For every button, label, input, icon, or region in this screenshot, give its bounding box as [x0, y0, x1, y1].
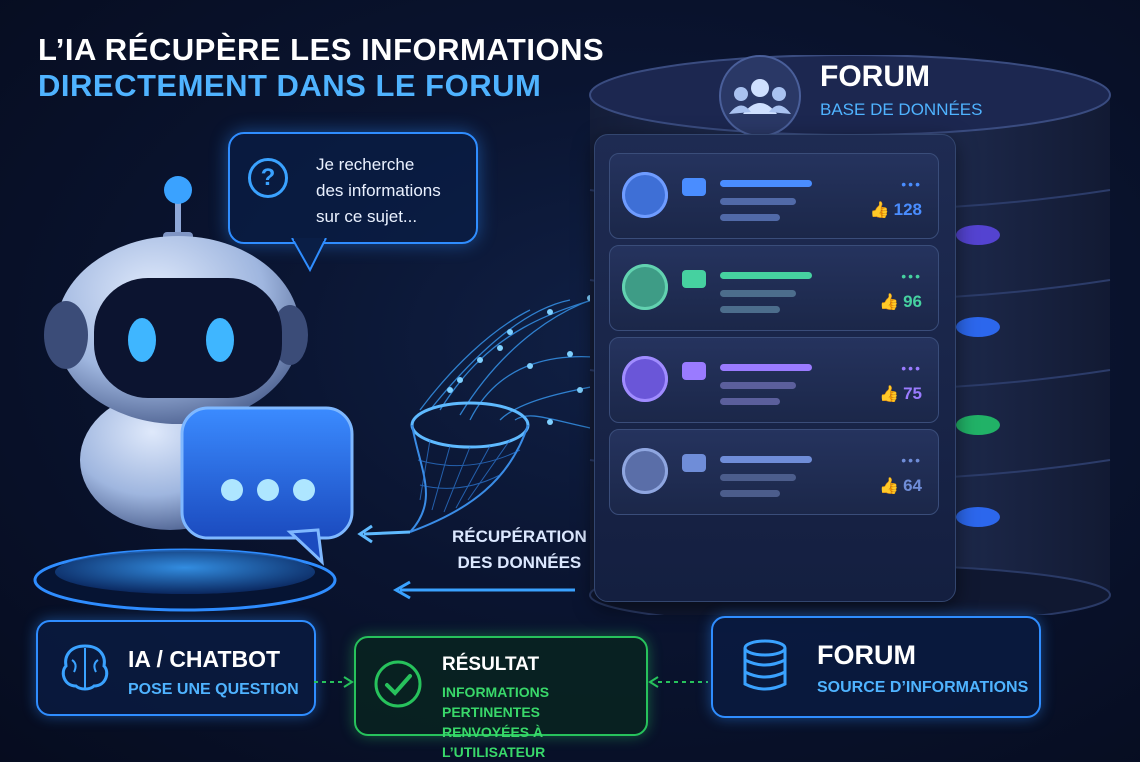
result-card-title: RÉSULTAT: [442, 654, 540, 675]
forum-source-card: FORUM SOURCE D’INFORMATIONS: [711, 616, 1041, 718]
chat-icon: [682, 178, 706, 196]
bubble-line-3: sur ce sujet...: [316, 207, 418, 226]
forum-post: ••• 👍96: [609, 245, 939, 331]
bubble-tail: [291, 238, 327, 273]
flow-label-line-2: DES DONNÉES: [457, 553, 582, 572]
return-arrow: [392, 580, 575, 600]
result-line-2: RENVOYÉES À L’UTILISATEUR: [442, 724, 546, 760]
check-icon: [374, 660, 422, 708]
database-icon: [743, 639, 787, 691]
avatar: [622, 448, 668, 494]
forum-post: ••• 👍64: [609, 429, 939, 515]
more-dots-icon: •••: [901, 452, 922, 468]
bubble-text: Je recherche des informations sur ce suj…: [316, 152, 441, 230]
flow-label: RÉCUPÉRATION DES DONNÉES: [452, 524, 587, 576]
title-line-1: L’IA RÉCUPÈRE LES INFORMATIONS: [38, 32, 605, 67]
flow-label-line-1: RÉCUPÉRATION: [452, 527, 587, 546]
page-title: L’IA RÉCUPÈRE LES INFORMATIONS DIRECTEME…: [38, 32, 604, 104]
result-line-1: INFORMATIONS PERTINENTES: [442, 684, 550, 720]
forum-post: ••• 👍75: [609, 337, 939, 423]
forum-posts-panel: ••• 👍128 ••• 👍96 ••• 👍75 ••• 👍64: [594, 134, 956, 602]
question-icon: ?: [248, 158, 288, 198]
chat-icon: [682, 454, 706, 472]
likes-value: 75: [903, 384, 922, 403]
likes-count: 👍64: [879, 476, 922, 496]
users-icon: [719, 55, 801, 137]
robot-illustration: [33, 176, 354, 612]
avatar: [622, 264, 668, 310]
forum-card-title: FORUM: [817, 640, 916, 670]
more-dots-icon: •••: [901, 268, 922, 284]
speech-bubble: ? Je recherche des informations sur ce s…: [228, 132, 478, 244]
database-subtitle: BASE DE DONNÉES: [820, 100, 983, 119]
ia-chatbot-card: IA / CHATBOT POSE UNE QUESTION: [36, 620, 316, 716]
connector-forum-result: [648, 676, 708, 688]
likes-count: 👍96: [879, 292, 922, 312]
database-title: FORUM BASE DE DONNÉES: [820, 60, 983, 120]
ia-card-subtitle: POSE UNE QUESTION: [128, 681, 299, 698]
result-card-description: INFORMATIONS PERTINENTES RENVOYÉES À L’U…: [442, 682, 646, 762]
connector-ia-result: [314, 676, 354, 688]
thumbs-up-icon: 👍: [869, 202, 890, 219]
brain-icon: [61, 644, 109, 691]
title-line-2: DIRECTEMENT DANS LE FORUM: [38, 68, 542, 103]
forum-post: ••• 👍128: [609, 153, 939, 239]
ia-card-title: IA / CHATBOT: [128, 646, 281, 672]
bubble-line-1: Je recherche: [316, 155, 415, 174]
result-card: RÉSULTAT INFORMATIONS PERTINENTES RENVOY…: [354, 636, 648, 760]
robot-mascot: [0, 160, 380, 630]
likes-count: 👍75: [879, 384, 922, 404]
forum-card-subtitle: SOURCE D’INFORMATIONS: [817, 679, 1029, 696]
thumbs-up-icon: 👍: [879, 386, 900, 403]
chat-icon: [682, 270, 706, 288]
more-dots-icon: •••: [901, 360, 922, 376]
database-name: FORUM: [820, 60, 930, 93]
likes-value: 128: [893, 200, 922, 219]
chat-icon: [682, 362, 706, 380]
thumbs-up-icon: 👍: [879, 478, 900, 495]
avatar: [622, 172, 668, 218]
likes-count: 👍128: [870, 200, 922, 220]
bubble-line-2: des informations: [316, 181, 441, 200]
more-dots-icon: •••: [901, 176, 922, 192]
avatar: [622, 356, 668, 402]
likes-value: 64: [903, 476, 922, 495]
likes-value: 96: [903, 292, 922, 311]
thumbs-up-icon: 👍: [879, 294, 900, 311]
data-stream: [357, 286, 634, 544]
